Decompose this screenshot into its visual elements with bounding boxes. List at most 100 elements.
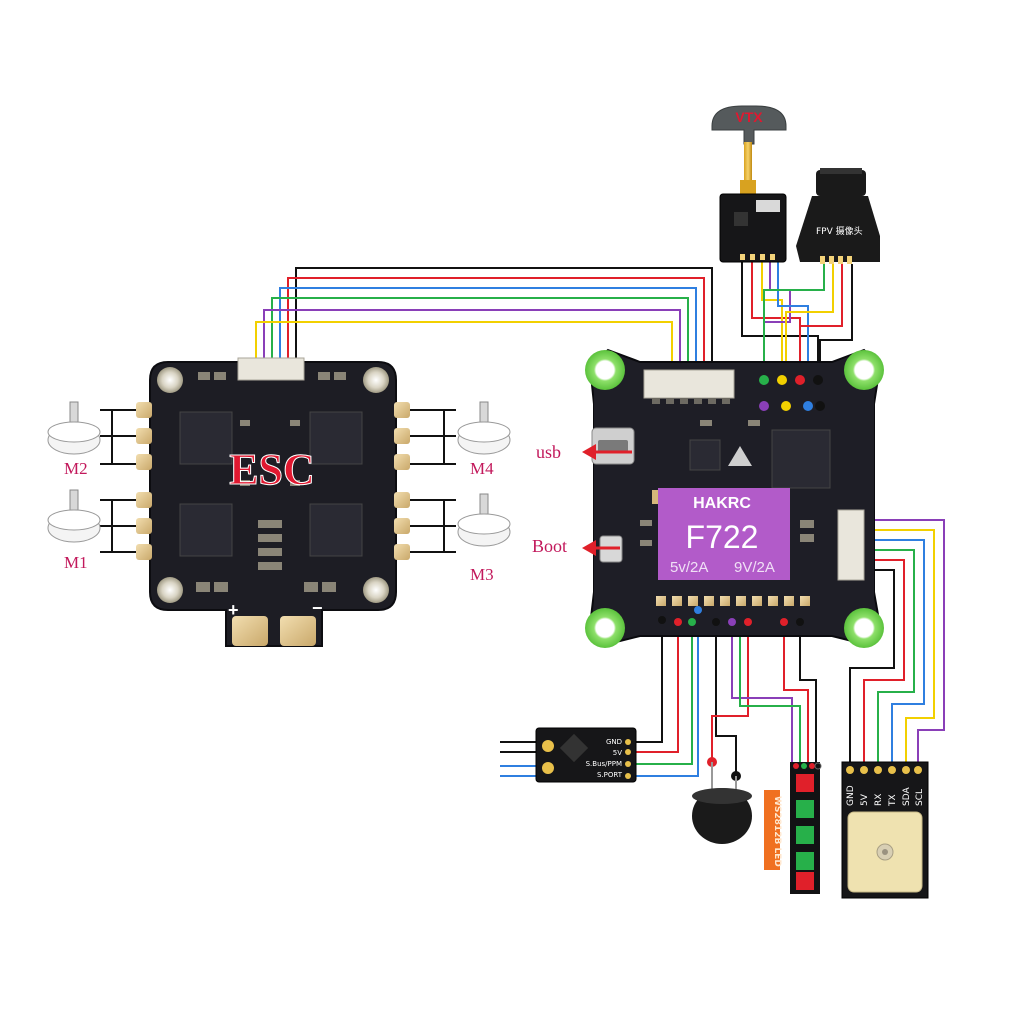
esc-mount-hole: [363, 367, 389, 393]
esc-connector: [237, 357, 305, 381]
esc-mount-hole: [157, 577, 183, 603]
led-green: [796, 826, 814, 844]
receiver-pin-5v: 5V: [613, 749, 622, 757]
vtx-antenna-head: [711, 105, 787, 145]
motor-icon: [47, 489, 101, 543]
fc-to-peripherals-wires: [634, 612, 817, 777]
camera-label: FPV 摄像头: [816, 225, 863, 237]
wire-vtx-red: [751, 262, 801, 380]
wire-buzzer-red: [711, 622, 749, 760]
camera-lens: [816, 170, 866, 196]
buzzer: [692, 757, 752, 844]
fc-top-pads: [759, 375, 825, 411]
wire-rx-green: [634, 622, 693, 765]
gps-module: GND 5V RX TX SDA SCL: [841, 761, 929, 899]
fc-power-5v: 5v/2A: [670, 559, 708, 576]
wire-gps-black: [849, 569, 895, 768]
wire-led-purple: [731, 622, 793, 764]
fc-power-9v: 9V/2A: [734, 559, 775, 576]
gps-pin-sda: SDA: [902, 787, 912, 806]
motor-label: M1: [64, 553, 88, 572]
boot-callout: Boot: [532, 536, 620, 556]
esc-battery-pad: [280, 616, 316, 646]
wire-esc-green: [271, 297, 689, 398]
esc-battery-pad: [232, 616, 268, 646]
wire-gps-red: [858, 559, 905, 768]
esc-chip: [309, 503, 363, 557]
esc-mount-hole: [363, 577, 389, 603]
fc-right-connector: [837, 509, 865, 581]
gps-pads: [846, 766, 922, 774]
esc-motor-pads-left: [136, 402, 152, 560]
fc-label-plate: [658, 488, 790, 580]
motor-label: M2: [64, 459, 88, 478]
motor-icon: [457, 401, 511, 455]
wire-gps-green: [858, 549, 915, 768]
wire-esc-purple: [263, 309, 681, 398]
receiver-pin-sport: S.PORT: [597, 771, 623, 779]
wire-cam-red: [800, 264, 843, 327]
led-strip-label: WS2812B LED: [772, 796, 782, 867]
wire-gps-blue: [858, 539, 925, 768]
wire-esc-yellow: [255, 321, 673, 398]
fc-model: F722: [686, 519, 759, 555]
camera-body: [796, 196, 880, 262]
wire-cam-green: [763, 264, 825, 380]
motor-icon: [47, 401, 101, 455]
esc-motor-pads-right: [394, 402, 410, 560]
esc-mount-hole: [157, 367, 183, 393]
esc-plus-label: +: [228, 600, 239, 620]
wire-esc-black: [295, 267, 713, 398]
wire-gps-purple: [858, 519, 945, 768]
fc-brand: HAKRC: [693, 495, 751, 512]
esc-to-fc-wires: [255, 267, 713, 398]
wire-cam-yellow: [785, 264, 834, 406]
fc-to-gps-wires: [849, 519, 945, 768]
esc-label: ESC: [229, 445, 315, 494]
receiver-module: GND 5V S.Bus/PPM S.PORT: [500, 727, 637, 783]
vtx-module: VTX: [711, 105, 787, 263]
vtx-label: VTX: [735, 109, 763, 125]
esc-components: [196, 372, 346, 592]
motor-m3: M3: [457, 493, 511, 584]
led-red: [796, 872, 814, 890]
fpv-camera: FPV 摄像头: [796, 168, 880, 264]
motor-wires: [100, 409, 456, 553]
wire-gps-yellow: [858, 529, 935, 768]
wire-vtx-yellow: [761, 262, 783, 380]
receiver-board: [535, 727, 637, 783]
motor-label: M4: [470, 459, 494, 478]
wire-rx-black: [634, 620, 663, 743]
wire-esc-blue: [279, 287, 697, 398]
wire-buzzer-black: [715, 622, 737, 774]
gps-pin-5v: 5V: [860, 793, 870, 806]
receiver-pin-sbus: S.Bus/PPM: [586, 760, 622, 768]
fc-gyro-chip: [689, 439, 721, 471]
wire-esc-red: [287, 277, 705, 398]
arrow-left-icon: [582, 444, 596, 460]
led-strip: WS2812B LED: [764, 762, 822, 894]
receiver-pin-gnd: GND: [606, 738, 622, 746]
gps-pin-scl: SCL: [915, 789, 925, 806]
motor-m1: M1: [47, 489, 101, 572]
esc-chip: [179, 503, 233, 557]
wire-rx-red: [634, 622, 679, 753]
boot-label: Boot: [532, 536, 567, 556]
esc-minus-label: −: [312, 598, 323, 618]
motor-m4: M4: [457, 401, 511, 478]
usb-callout: usb: [536, 442, 632, 462]
direction-arrow-icon: [728, 446, 752, 466]
fc-mcu-chip: [771, 429, 831, 489]
usb-label: usb: [536, 442, 561, 462]
wire-vtx-black: [741, 262, 819, 380]
wire-led-black: [799, 622, 817, 764]
motor-icon: [457, 493, 511, 547]
wire-led-red: [783, 622, 809, 764]
wire-vtx-blue: [777, 262, 809, 406]
gps-pin-rx: RX: [874, 794, 884, 806]
led-green: [796, 852, 814, 870]
esc-board: + − ESC: [136, 357, 410, 647]
led-strip-pads: [793, 762, 822, 770]
fc-bottom-pads: [656, 596, 810, 606]
